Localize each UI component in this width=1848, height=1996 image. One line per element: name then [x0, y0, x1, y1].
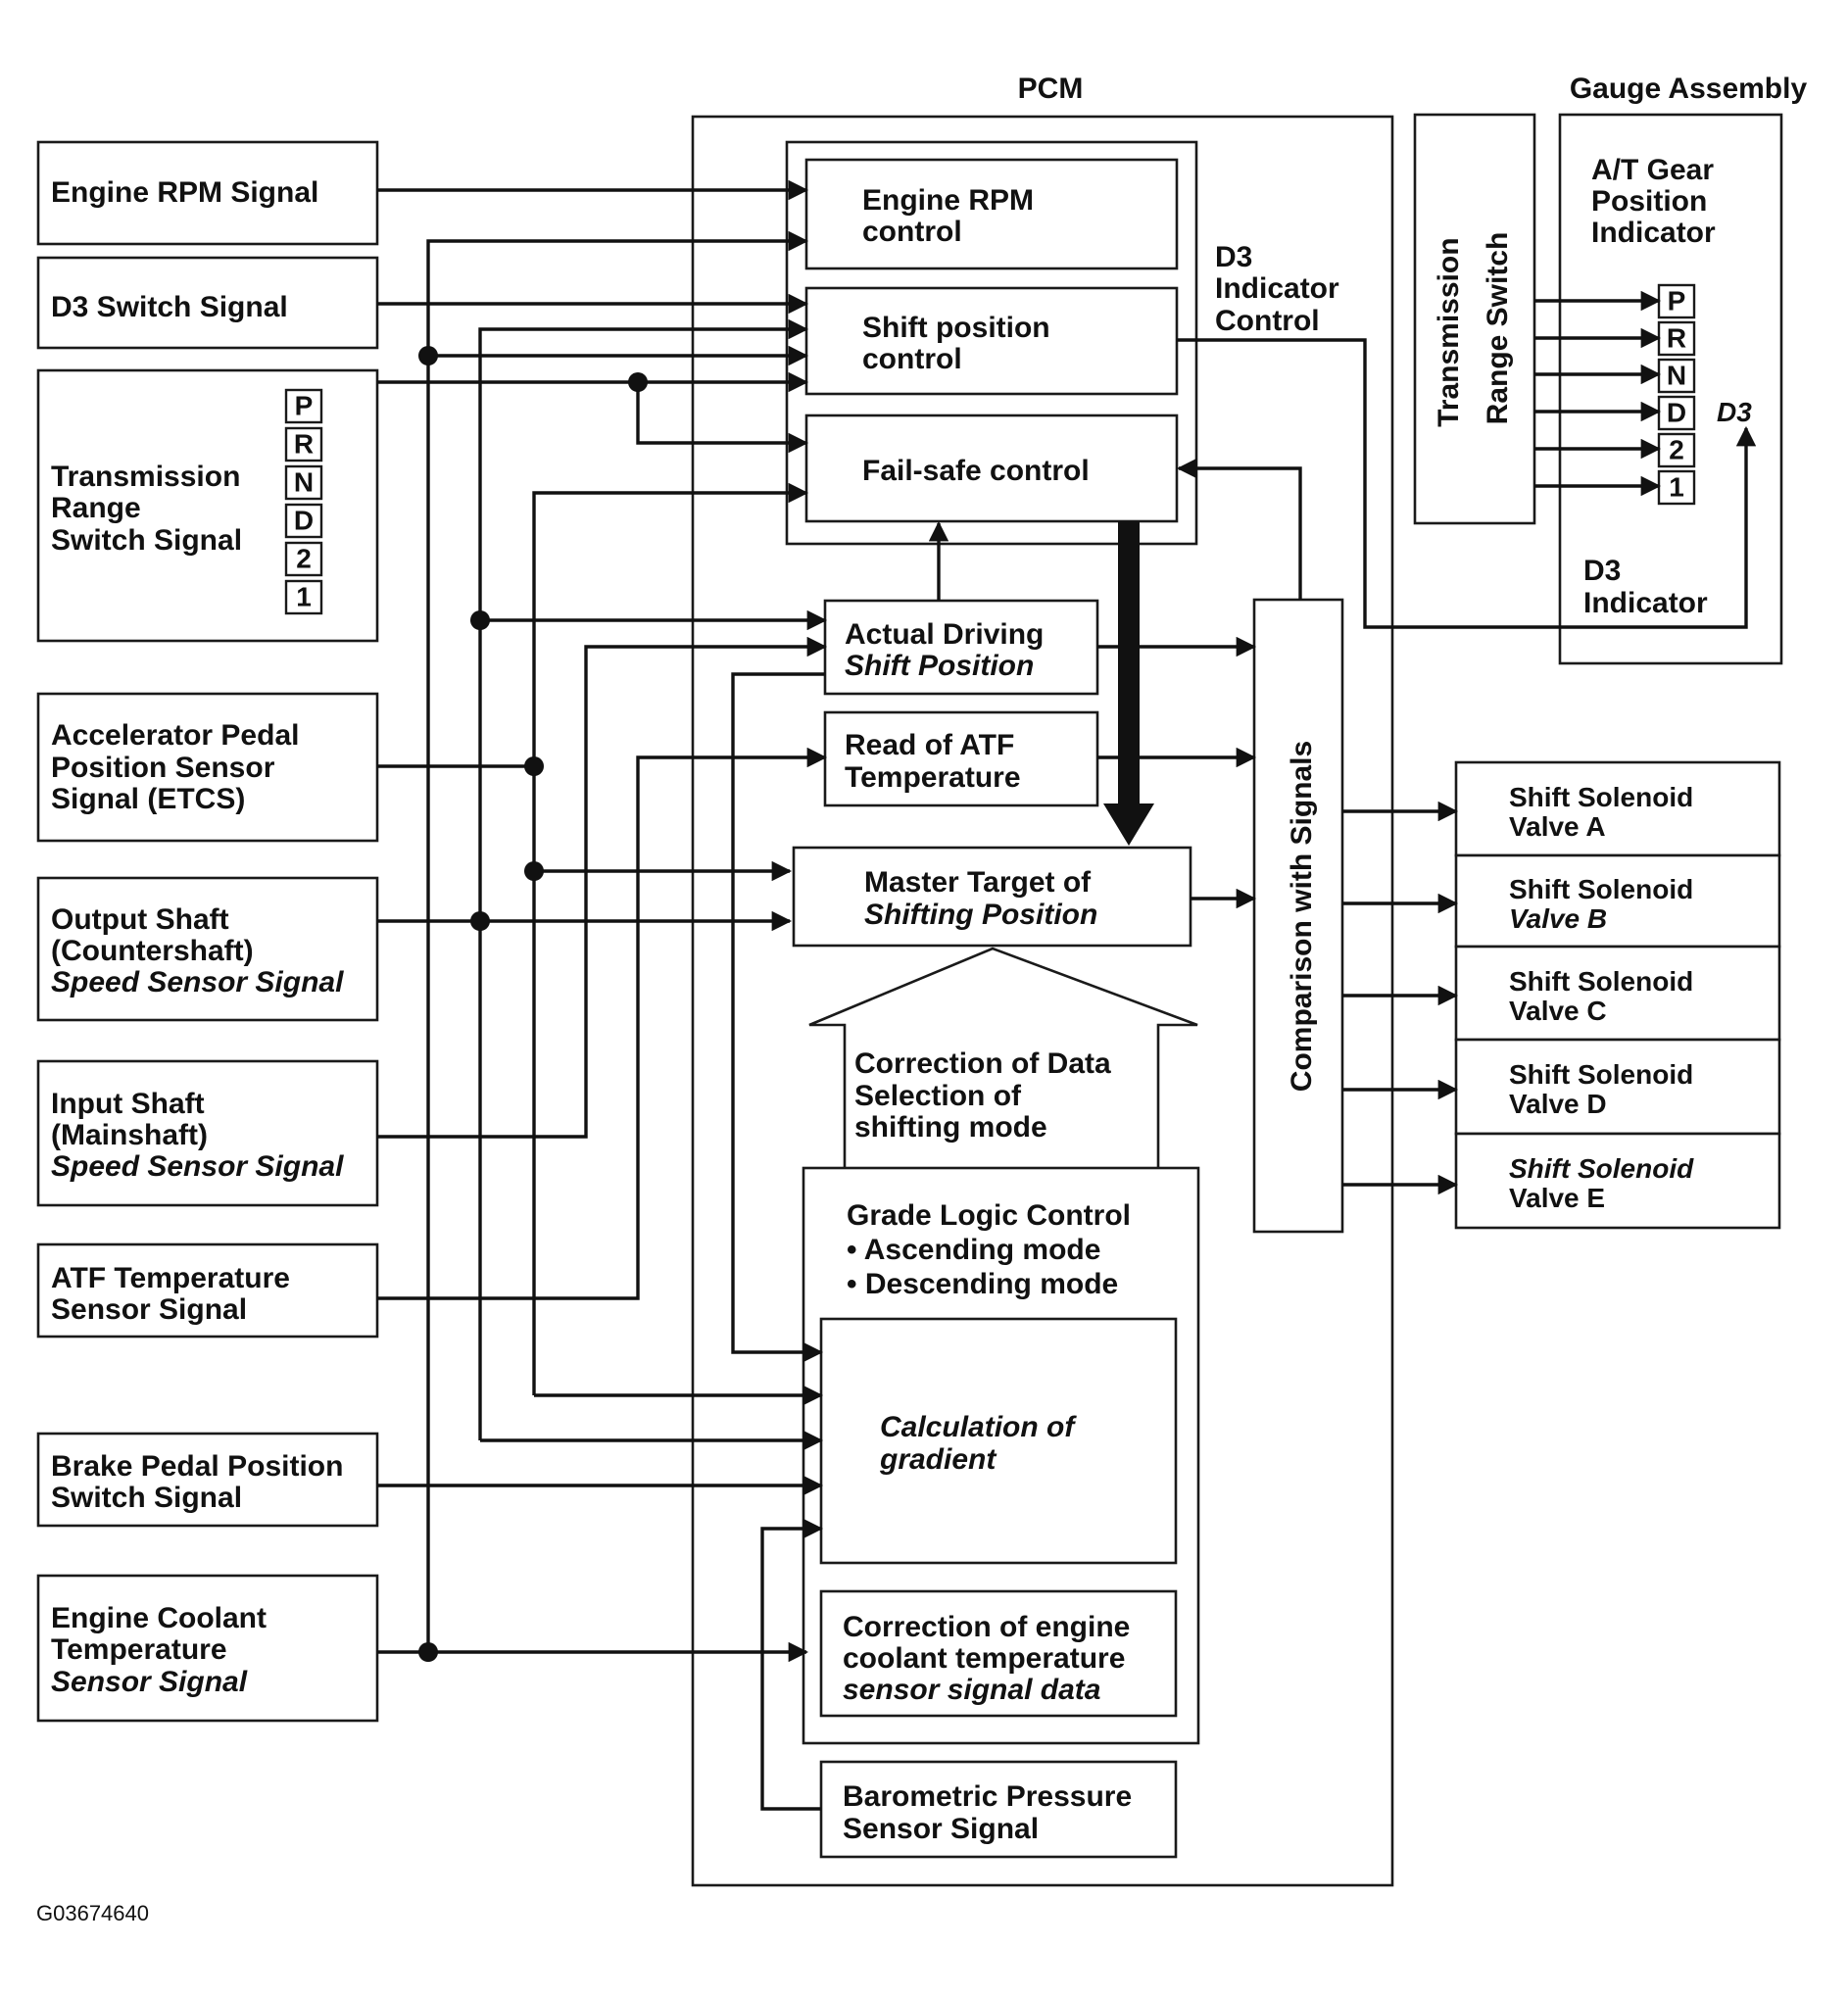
master-target-of-shifting-position-box: [792, 846, 1192, 948]
junction-dot: [524, 756, 544, 776]
gear-position-label: 2: [296, 544, 312, 574]
shift-solenoid-valve-b-label: Shift Solenoid Valve B: [1509, 874, 1701, 934]
gear-position-box: [284, 464, 323, 501]
input-shaft-speed-sensor-signal-label: Input Shaft (Mainshaft) Speed Sensor Sig…: [51, 1088, 344, 1183]
engine-rpm-signal-label: Engine RPM Signal: [51, 176, 318, 209]
gear-position-box: [284, 388, 323, 424]
barometric-pressure-sensor-signal-box: [819, 1760, 1178, 1859]
fail-safe-control-label: Fail-safe control: [862, 455, 1090, 487]
transmission-range-switch-label: Transmission Range Switch: [1433, 229, 1514, 427]
gear-position-label: D: [294, 506, 314, 536]
shift-solenoid-valves: [1454, 760, 1781, 1230]
shift-solenoid-valve-e-box: [1454, 1132, 1781, 1230]
pcm-title: PCM: [1018, 73, 1084, 105]
gear-position-label: D: [1667, 398, 1686, 428]
junction-dot: [470, 911, 490, 931]
gear-position-label: 1: [296, 582, 312, 612]
junction-dot: [470, 610, 490, 630]
gear-position-box: [284, 503, 323, 539]
wire-accelerator-to-fail-safe: [532, 482, 809, 1395]
junction-dot: [418, 346, 438, 365]
comparison-with-signals-box: [1252, 598, 1344, 1234]
grade-logic-control-label: Grade Logic Control • Ascending mode • D…: [847, 1199, 1139, 1300]
at-gear-position-indicator-label: A/T Gear Position Indicator: [1591, 154, 1722, 249]
wire-coolant-to-engine-rpm-control: [426, 230, 809, 1652]
shift-solenoid-valve-a-label: Shift Solenoid Valve A: [1509, 782, 1701, 842]
brake-pedal-position-switch-signal-label: Brake Pedal Position Switch Signal: [51, 1450, 352, 1514]
input-shaft-speed-sensor-signal-box: [36, 1059, 379, 1207]
gear-position-label: R: [1667, 323, 1686, 354]
shift-solenoid-valve-e-label: Shift Solenoid Valve E: [1509, 1153, 1701, 1213]
engine-rpm-control-box: [804, 158, 1179, 270]
actual-driving-shift-position-box: [823, 599, 1099, 696]
master-target-of-shifting-position-label: Master Target of Shifting Position: [864, 866, 1099, 931]
wire-actual-driving-to-gradient: [731, 672, 825, 1363]
wire-comparison-to-fail-safe: [1176, 458, 1302, 600]
gear-position-label: 2: [1669, 435, 1684, 465]
brake-pedal-position-switch-signal-box: [36, 1432, 379, 1528]
gear-position-box: [1657, 358, 1696, 394]
comparison-with-signals-label: Comparison with Signals: [1286, 741, 1318, 1092]
correction-of-engine-coolant-box: [819, 1589, 1178, 1718]
correction-of-data-label: Correction of Data Selection of shifting…: [854, 1047, 1119, 1144]
shift-solenoid-valve-a-box: [1454, 760, 1781, 857]
gear-position-box: [1657, 320, 1696, 357]
gear-position-box: [1657, 395, 1696, 431]
output-shaft-speed-sensor-signal-label: Output Shaft (Countershaft) Speed Sensor…: [51, 903, 344, 998]
thick-arrow-fail-safe-to-master: [1103, 521, 1154, 846]
shift-position-control-box: [804, 286, 1179, 396]
shift-solenoid-valve-d-label: Shift Solenoid Valve D: [1509, 1059, 1701, 1119]
d3-indicator-control-label: D3 Indicator Control: [1215, 241, 1347, 337]
accelerator-pedal-position-sensor-signal-box: [36, 692, 379, 843]
transmission-range-switch-box: [1413, 113, 1536, 525]
gear-position-label: R: [294, 429, 314, 460]
atf-temperature-sensor-signal-label: ATF Temperature Sensor Signal: [51, 1262, 298, 1326]
gear-position-label: P: [295, 391, 314, 421]
wire-range-to-fail-safe: [636, 382, 809, 454]
d3-label: D3: [1717, 397, 1752, 427]
gear-position-box: [1657, 432, 1696, 468]
barometric-pressure-sensor-signal-label: Barometric Pressure Sensor Signal: [843, 1780, 1141, 1845]
accelerator-pedal-position-sensor-signal-label: Accelerator Pedal Position Sensor Signal…: [51, 719, 308, 815]
engine-rpm-control-label: Engine RPM control: [862, 184, 1042, 248]
shift-position-control-label: Shift position control: [862, 312, 1058, 375]
junction-dot: [418, 1642, 438, 1662]
gear-position-box: [284, 426, 323, 462]
signal-wiring: [377, 179, 1757, 1811]
output-shaft-speed-sensor-signal-box: [36, 876, 379, 1022]
engine-rpm-signal-box: [36, 140, 379, 246]
correction-of-data-hollow-arrow: [808, 947, 1198, 1168]
gear-position-label: 1: [1669, 472, 1684, 503]
junction-dot: [628, 372, 648, 392]
gear-position-label: N: [294, 467, 314, 498]
wire-d3-indicator-to-gauge: [1177, 338, 1757, 629]
read-of-atf-temperature-label: Read of ATF Temperature: [845, 729, 1023, 794]
figure-id: G03674640: [36, 1901, 149, 1925]
shift-solenoid-valve-c-box: [1454, 945, 1781, 1042]
transmission-range-switch-signal-label: Transmission Range Switch Signal: [51, 461, 249, 557]
shift-solenoid-valve-c-label: Shift Solenoid Valve C: [1509, 966, 1701, 1026]
d3-switch-signal-label: D3 Switch Signal: [51, 291, 288, 323]
wire-input-shaft: [377, 636, 828, 1139]
fail-safe-control-box: [804, 414, 1179, 523]
atf-temperature-sensor-signal-box: [36, 1242, 379, 1339]
gear-position-box: [284, 541, 323, 577]
shift-solenoid-valve-b-box: [1454, 853, 1781, 949]
junction-dot: [524, 861, 544, 881]
gear-position-label: N: [1667, 361, 1686, 391]
engine-coolant-temperature-sensor-signal-box: [36, 1574, 379, 1723]
actual-driving-shift-position-label: Actual Driving Shift Position: [845, 618, 1052, 682]
gear-position-box: [284, 579, 323, 615]
engine-coolant-temperature-sensor-signal-label: Engine Coolant Temperature Sensor Signal: [51, 1602, 274, 1698]
gear-position-label: P: [1668, 286, 1686, 316]
d3-indicator-label: D3 Indicator: [1583, 555, 1708, 619]
gauge-assembly-title: Gauge Assembly: [1570, 73, 1808, 105]
calculation-of-gradient-label: Calculation of gradient: [879, 1411, 1083, 1476]
calculation-of-gradient-box: [819, 1317, 1178, 1565]
wire-barometric-to-gradient: [760, 1518, 824, 1811]
wire-output-to-shift-position: [478, 318, 809, 1440]
correction-of-engine-coolant-label: Correction of engine coolant temperature…: [843, 1611, 1139, 1706]
